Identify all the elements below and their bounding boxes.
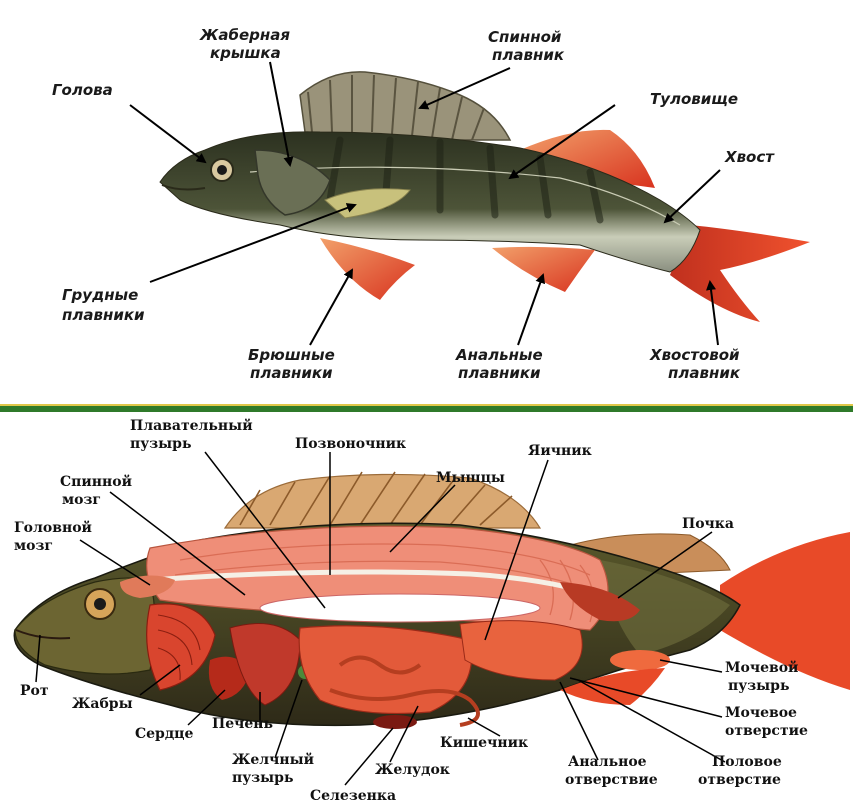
label-urinary-bladder-line1: Мочевой (725, 659, 798, 676)
label-trunk: Туловище (650, 90, 738, 108)
label-urinary-opening-line2: отверстие (725, 723, 808, 739)
label-swim-bladder-line1: Плавательный (130, 417, 253, 434)
label-gills: Жабры (72, 696, 133, 712)
label-pelvic-fins-line2: плавники (250, 364, 333, 382)
internal-fish (14, 472, 850, 729)
label-kidney: Почка (682, 516, 734, 532)
label-gill-cover-line2: крышка (210, 44, 281, 62)
label-pelvic-fins-line1: Брюшные (248, 346, 335, 364)
label-tail: Хвост (724, 148, 775, 166)
label-anal-fins-line1: Анальные (455, 346, 543, 364)
label-dorsal-fin-line1: Спинной (488, 28, 562, 46)
label-brain-line1: Головной (14, 519, 92, 536)
label-anal-fins-line2: плавники (458, 364, 541, 382)
anal-fin (492, 247, 595, 292)
label-genital-opening-line2: отверстие (698, 772, 781, 788)
label-gallbladder-line2: пузырь (232, 770, 293, 786)
label-urinary-opening-line1: Мочевое (725, 705, 797, 721)
label-spleen: Селезенка (310, 788, 396, 802)
label-anal-opening-line1: Анальное (568, 754, 647, 770)
label-mouth: Рот (20, 683, 49, 699)
label-genital-opening-line1: Половое (712, 754, 782, 770)
label-pectoral-fins-line2: плавники (62, 306, 145, 324)
label-gill-cover-line1: Жаберная (199, 26, 290, 44)
label-spine: Позвоночник (295, 436, 406, 452)
label-heart: Сердце (135, 726, 194, 742)
external-fish (160, 72, 810, 322)
swim-bladder (260, 594, 540, 622)
label-stomach: Желудок (375, 762, 450, 778)
label-pectoral-fins-line1: Грудные (62, 286, 138, 304)
label-liver: Печень (212, 716, 273, 732)
label-spinal-cord-line2: мозг (62, 492, 101, 508)
label-spinal-cord-line1: Спинной (60, 473, 132, 490)
label-caudal-fin-line2: плавник (668, 364, 741, 382)
label-gallbladder-line1: Желчный (232, 751, 314, 768)
pelvic-fin (320, 238, 415, 300)
label-urinary-bladder-line2: пузырь (728, 678, 789, 694)
label-brain-line2: мозг (14, 538, 53, 554)
label-intestine: Кишечник (440, 735, 528, 751)
label-caudal-fin-line1: Хвостовой (649, 346, 740, 364)
label-muscles: Мышцы (436, 470, 505, 486)
label-head: Голова (52, 81, 113, 99)
label-dorsal-fin-line2: плавник (492, 46, 565, 64)
label-ovary: Яичник (528, 443, 592, 459)
label-anal-opening-line2: отверствие (565, 772, 658, 788)
label-swim-bladder-line2: пузырь (130, 436, 191, 452)
